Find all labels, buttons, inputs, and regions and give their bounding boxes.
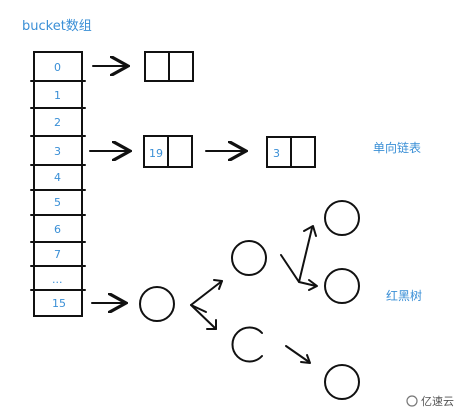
tree-branch-root-up-head <box>213 279 223 290</box>
tree-root-node <box>139 286 175 322</box>
watermark: 亿速云 <box>406 395 454 408</box>
list-node-19: 19 <box>143 135 193 168</box>
node-3-value: 3 <box>273 147 280 160</box>
red-black-tree <box>139 200 360 400</box>
tree-branch-upper-up <box>280 227 313 283</box>
list-node-3: 3 <box>266 136 316 168</box>
tree-branch-root-down <box>190 304 217 330</box>
tree-leaf-2 <box>324 268 360 304</box>
bucket-cell-3: 3 <box>54 145 61 158</box>
tree-branch-root-up <box>190 280 223 313</box>
bucket-cell-ellipsis: ... <box>52 273 63 286</box>
bucket-cell-0: 0 <box>54 61 61 74</box>
bucket-cell-7: 7 <box>54 248 61 261</box>
bucket-cell-1: 1 <box>54 89 61 102</box>
tree-node-left-upper <box>231 240 267 276</box>
empty-list-node <box>144 51 194 82</box>
tree-leaf-1 <box>324 200 360 236</box>
linked-list-label: 单向链表 <box>373 140 421 155</box>
tree-branch-upper-up-head <box>303 225 317 237</box>
bucket-array-outline <box>33 51 83 317</box>
red-black-tree-label: 红黑树 <box>386 288 422 303</box>
tree-branch-root-down-head <box>206 319 217 330</box>
tree-branch-upper-down <box>298 281 317 287</box>
watermark-text: 亿速云 <box>421 395 454 408</box>
watermark-logo-icon <box>406 395 418 407</box>
bucket-cell-2: 2 <box>54 116 61 129</box>
bucket-array: 0 1 2 3 4 5 6 7 ... 15 <box>30 51 86 317</box>
tree-branch-upper-down-head <box>308 279 318 291</box>
bucket-cell-6: 6 <box>54 223 61 236</box>
tree-branch-lower <box>285 345 310 363</box>
bucket-array-title: bucket数组 <box>22 19 92 34</box>
tree-leaf-3 <box>324 364 360 400</box>
tree-branch-lower-head <box>300 354 311 364</box>
bucket-cell-5: 5 <box>54 196 61 209</box>
tree-node-left-lower <box>231 326 263 363</box>
node-19-value: 19 <box>149 147 163 160</box>
bucket-cell-15: 15 <box>52 297 66 310</box>
bucket-cell-4: 4 <box>54 171 61 184</box>
